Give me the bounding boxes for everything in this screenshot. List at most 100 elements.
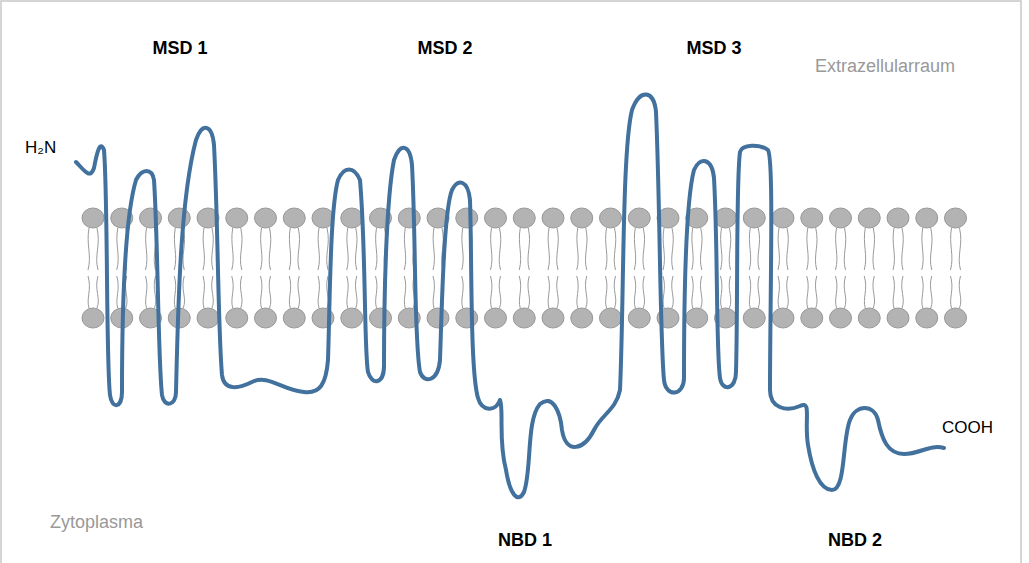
- lipid-tail: [499, 228, 501, 270]
- lipid-tail: [97, 228, 99, 270]
- lipid-head: [283, 208, 305, 228]
- lipid-head: [456, 308, 478, 328]
- lipid-tail: [721, 228, 722, 270]
- lipid-tail: [815, 276, 817, 308]
- domain-label: NBD 2: [828, 530, 882, 552]
- lipid-tail: [922, 228, 923, 270]
- lipid-tail: [807, 228, 808, 270]
- lipid-head: [283, 308, 305, 328]
- lipid-tail: [758, 276, 760, 308]
- lipid-tail: [298, 228, 300, 270]
- lipid-head: [226, 308, 248, 328]
- lipid-tail: [88, 228, 89, 270]
- lipid-tail: [606, 276, 607, 308]
- lipid-tail: [836, 276, 837, 308]
- lipid-head: [715, 208, 737, 228]
- lipid-head: [945, 208, 967, 228]
- lipid-head: [513, 208, 535, 228]
- lipid-tail: [404, 276, 405, 308]
- lipid-head: [168, 208, 190, 228]
- lipid-tail: [930, 228, 932, 270]
- lipid-tail: [902, 228, 904, 270]
- lipid-tail: [117, 228, 118, 270]
- lipid-tail: [758, 228, 760, 270]
- lipid-tail: [692, 276, 693, 308]
- lipid-tail: [528, 276, 530, 308]
- lipid-head: [916, 308, 938, 328]
- lipid-tail: [864, 228, 865, 270]
- lipid-head: [801, 308, 823, 328]
- lipid-tail: [951, 276, 952, 308]
- lipid-tail: [577, 228, 578, 270]
- lipid-tail: [548, 228, 549, 270]
- lipid-tail: [519, 228, 520, 270]
- lipid-tail: [585, 276, 587, 308]
- lipid-head: [255, 208, 277, 228]
- lipid-tail: [88, 276, 89, 308]
- lipid-tail: [491, 228, 492, 270]
- lipid-tail: [347, 276, 348, 308]
- lipid-head: [628, 308, 650, 328]
- lipid-head: [858, 208, 880, 228]
- lipid-head: [370, 308, 392, 328]
- domain-label: NBD 1: [498, 530, 552, 552]
- terminus-label: COOH: [942, 418, 993, 438]
- lipid-tail: [663, 276, 664, 308]
- lipid-head: [743, 208, 765, 228]
- lipid-head: [485, 308, 507, 328]
- lipid-head: [801, 208, 823, 228]
- lipid-tail: [154, 276, 156, 308]
- lipid-tail: [930, 276, 932, 308]
- lipid-tail: [585, 228, 587, 270]
- lipid-tail: [355, 276, 357, 308]
- lipid-tail: [240, 228, 242, 270]
- lipid-tail: [692, 228, 693, 270]
- lipid-tail: [614, 276, 616, 308]
- lipid-tail: [922, 276, 923, 308]
- lipid-head: [542, 208, 564, 228]
- lipid-tail: [873, 228, 875, 270]
- lipid-tail: [557, 228, 559, 270]
- lipid-tail: [289, 228, 290, 270]
- lipid-tail: [749, 276, 750, 308]
- terminus-label: H₂N: [25, 138, 56, 158]
- lipid-tail: [844, 276, 846, 308]
- lipid-head: [772, 208, 794, 228]
- lipid-tail: [749, 228, 750, 270]
- lipid-head: [255, 308, 277, 328]
- lipid-tail: [700, 228, 702, 270]
- lipid-head: [916, 208, 938, 228]
- lipid-tail: [700, 276, 702, 308]
- lipid-tail: [873, 276, 875, 308]
- lipid-tail: [376, 276, 377, 308]
- lipid-tail: [232, 276, 233, 308]
- lipid-tail: [376, 228, 377, 270]
- lipid-tail: [643, 276, 645, 308]
- lipid-tail: [959, 276, 961, 308]
- lipid-tail: [778, 276, 779, 308]
- region-label: Extrazellularraum: [815, 56, 955, 78]
- lipid-tail: [844, 228, 846, 270]
- protein-chain: [76, 94, 944, 497]
- lipid-tail: [672, 276, 674, 308]
- lipid-tail: [462, 228, 463, 270]
- lipid-tail: [528, 228, 530, 270]
- lipid-tail: [212, 228, 214, 270]
- lipid-tail: [404, 228, 405, 270]
- lipid-head: [628, 208, 650, 228]
- lipid-tail: [318, 228, 319, 270]
- lipid-tail: [634, 276, 635, 308]
- lipid-tail: [146, 276, 147, 308]
- lipid-head: [485, 208, 507, 228]
- lipid-tail: [289, 276, 290, 308]
- region-label: Zytoplasma: [50, 512, 143, 534]
- lipid-tail: [117, 276, 118, 308]
- lipid-tail: [232, 228, 233, 270]
- lipid-tail: [902, 276, 904, 308]
- lipid-tail: [787, 228, 789, 270]
- lipid-head: [140, 208, 162, 228]
- lipid-head: [945, 308, 967, 328]
- lipid-head: [772, 308, 794, 328]
